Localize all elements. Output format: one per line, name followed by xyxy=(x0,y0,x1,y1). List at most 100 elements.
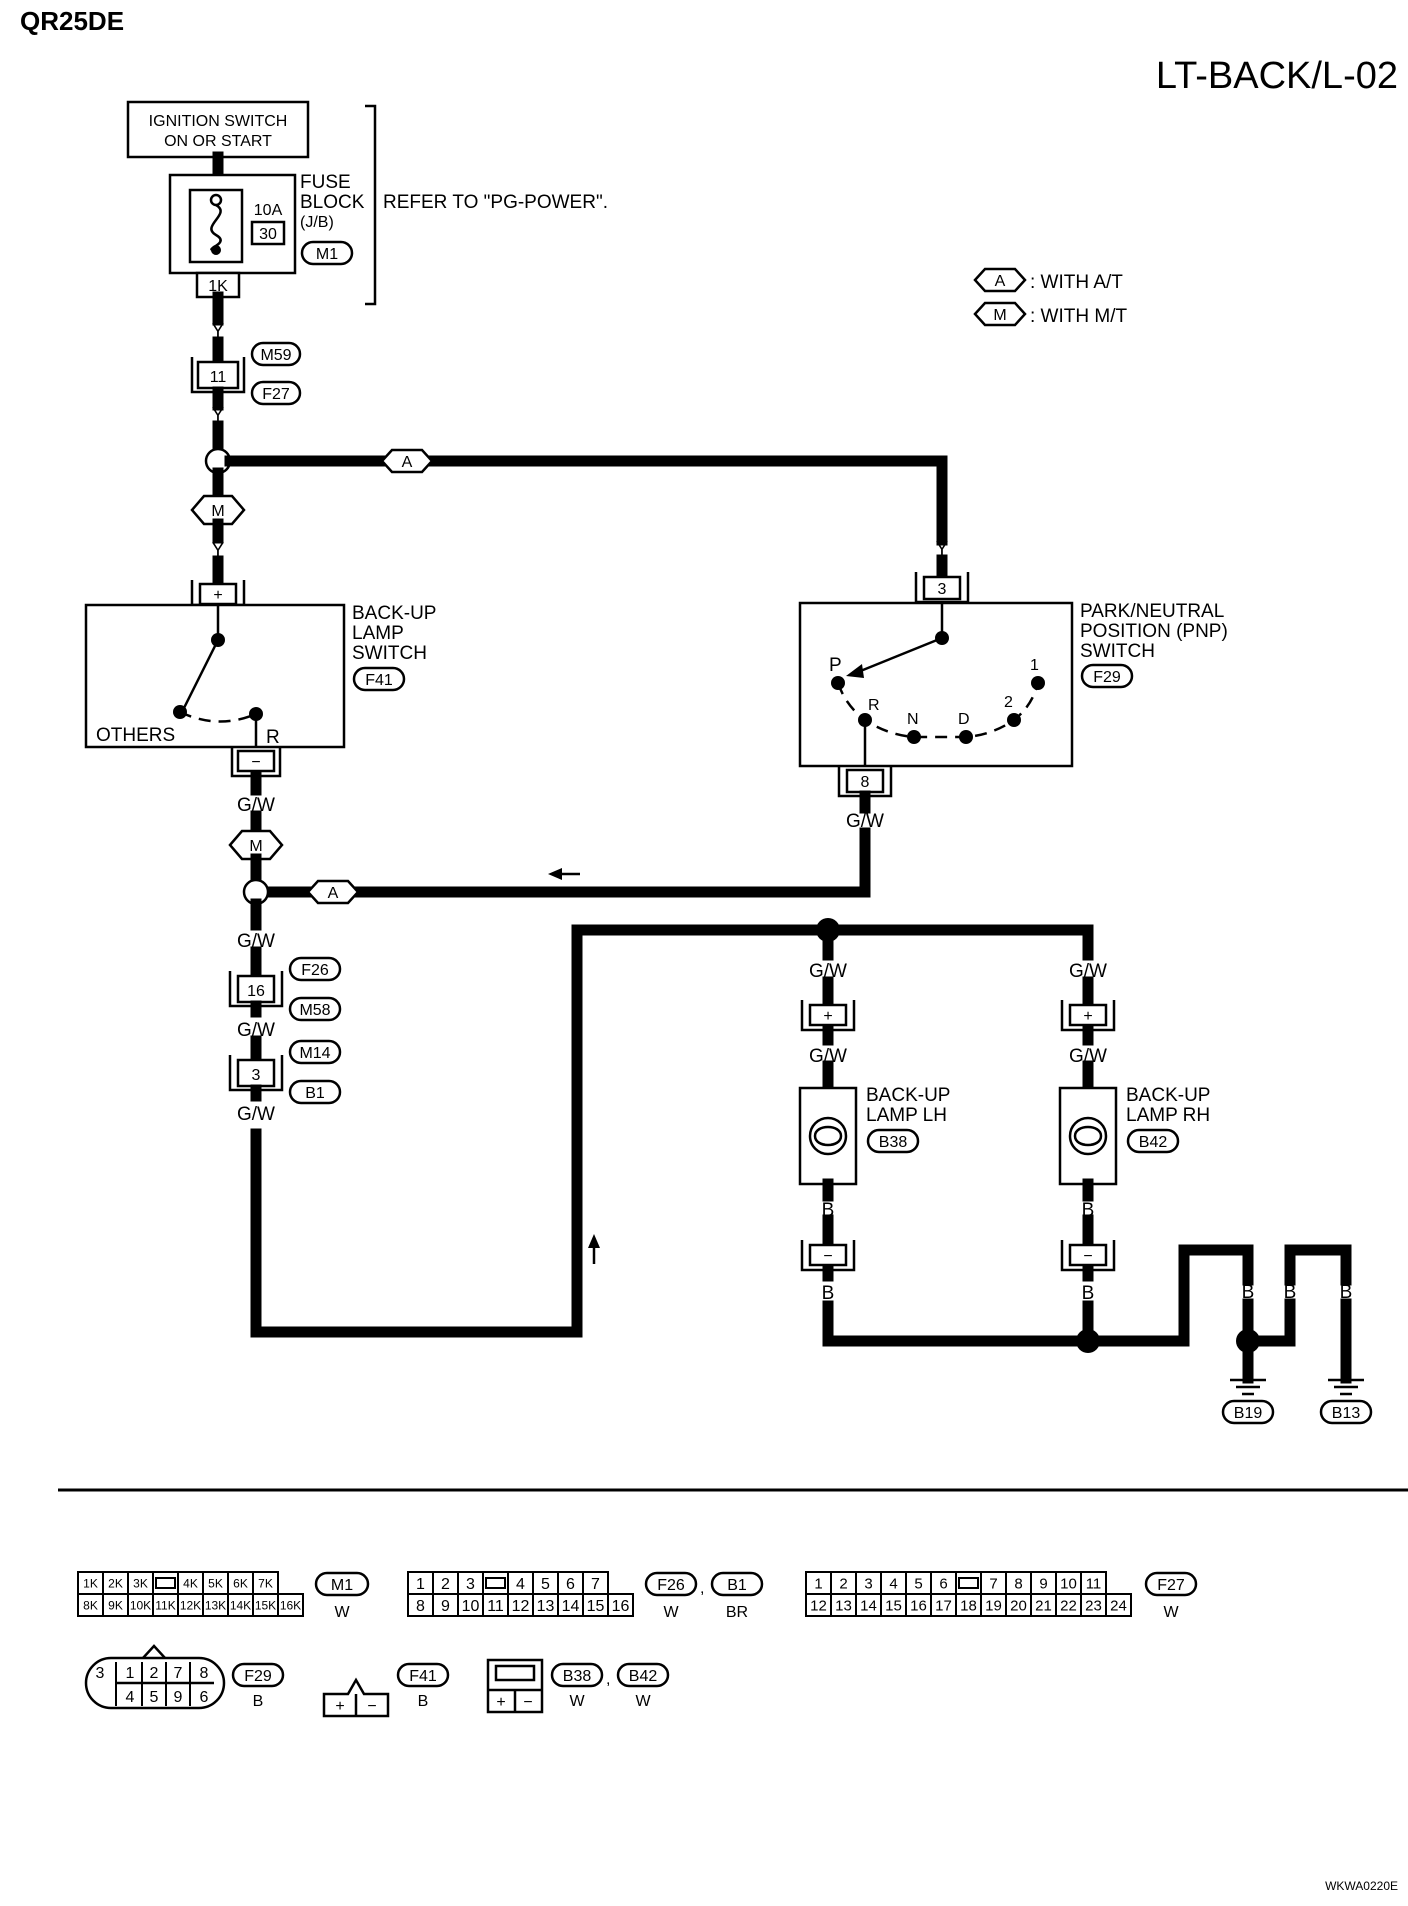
face-m1-cell-label: 2K xyxy=(108,1576,123,1590)
face-f27-color: W xyxy=(1163,1604,1179,1621)
face-f29-color: B xyxy=(253,1693,264,1710)
face-f27-id: F27 xyxy=(1157,1577,1185,1594)
tag-a-top xyxy=(380,448,434,474)
face-f29-cell-label: 5 xyxy=(150,1689,159,1706)
lamp-lh-conn-id: B38 xyxy=(879,1134,908,1151)
face-f27-cell-label: 20 xyxy=(1010,1597,1027,1614)
face-m1-oval xyxy=(314,1571,370,1597)
wire-color-gw-pnp: G/W xyxy=(846,811,884,832)
face-m1-cell-label: 10K xyxy=(130,1598,151,1612)
face-m1-cell-label: 5K xyxy=(208,1576,223,1590)
wire-color-gw-1: G/W xyxy=(237,795,275,816)
pnp-label-2: 2 xyxy=(1004,694,1013,711)
conn-oval-b1 xyxy=(288,1079,342,1105)
fuse-label-2: BLOCK xyxy=(300,192,365,213)
lamp-lh-conn-oval xyxy=(866,1128,920,1154)
ground-b13-id: B13 xyxy=(1332,1405,1361,1422)
wire-gw-to-lamps xyxy=(250,924,834,1338)
face-f26-cell-label: 9 xyxy=(441,1598,450,1615)
ground-b13-icon xyxy=(1328,1378,1364,1396)
backup-switch-label-3: SWITCH xyxy=(352,643,427,664)
connector-11: 11 M59 F27 xyxy=(190,341,302,406)
lamp-rh-minus: − xyxy=(1083,1248,1092,1265)
bulb-lh-icon xyxy=(808,1116,848,1156)
wire-color-b-g2: B xyxy=(1340,1282,1353,1303)
ignition-line2: ON OR START xyxy=(164,133,272,150)
pnp-contact-n xyxy=(907,730,921,744)
conn-id-m14: M14 xyxy=(299,1045,330,1062)
face-f26-cell-label: 5 xyxy=(541,1576,550,1593)
wire-color-gw-rh-1: G/W xyxy=(1069,961,1107,982)
wire-gw-rh-top xyxy=(822,924,1094,961)
connector-11-term: 11 xyxy=(210,369,227,386)
face-b1-color: BR xyxy=(726,1604,748,1621)
wire-at-branch-bottom xyxy=(262,827,871,898)
legend-m-tag xyxy=(973,301,1027,327)
backup-lamp-rh: G/W + G/W BACK-UP LAMP RH B42 B − B xyxy=(1058,961,1210,1304)
fuse-terminal-id: 1K xyxy=(208,278,228,295)
face-f26-cell-label: 10 xyxy=(462,1598,480,1615)
face-f41-color: B xyxy=(418,1693,429,1710)
face-f26-cell-label: 3 xyxy=(466,1576,475,1593)
ground-b13-oval xyxy=(1319,1399,1373,1425)
lamp-lh-label-2: LAMP LH xyxy=(866,1105,947,1126)
face-m1-id: M1 xyxy=(331,1577,353,1594)
legend-m-letter: M xyxy=(993,307,1006,324)
tag-a-bottom xyxy=(306,879,360,905)
face-b42-id: B42 xyxy=(629,1668,658,1685)
fuse-label-1: FUSE xyxy=(300,172,351,193)
wire-color-b-g1: B xyxy=(1242,1282,1255,1303)
face-f26-cell-label: 4 xyxy=(516,1576,525,1593)
face-f26-cell-label: 8 xyxy=(416,1598,425,1615)
pnp-title-1: PARK/NEUTRAL xyxy=(1080,601,1224,622)
lamp-rh-conn-oval xyxy=(1126,1128,1180,1154)
face-f27-cell-label: 23 xyxy=(1085,1597,1102,1614)
legend-a-letter: A xyxy=(995,273,1006,290)
face-m1-cell xyxy=(277,1593,304,1617)
face-b38-oval xyxy=(550,1662,604,1688)
face-m1-color: W xyxy=(334,1604,350,1621)
lamp-rh-plus: + xyxy=(1083,1008,1092,1025)
face-f27-cell-label: 17 xyxy=(935,1597,952,1614)
pnp-arm xyxy=(857,636,943,674)
fuse-block: 10A 30 FUSE BLOCK (J/B) M1 1K REFER TO "… xyxy=(168,104,608,306)
face-m1-cell-label: 1K xyxy=(83,1576,98,1590)
face-f27-cell-label: 10 xyxy=(1060,1575,1077,1592)
pnp-label-r: R xyxy=(868,697,880,714)
lamp-lh-minus: − xyxy=(823,1248,832,1265)
pnp-arrow-icon xyxy=(846,664,864,678)
wire-color-gw-lh-1: G/W xyxy=(809,961,847,982)
face-b38-color: W xyxy=(569,1693,585,1710)
face-f26-cell-label: 1 xyxy=(416,1576,425,1593)
conn-id-f27: F27 xyxy=(262,386,290,403)
face-m1-cell-label: 11K xyxy=(155,1598,175,1612)
lamp-lh-label-1: BACK-UP xyxy=(866,1085,950,1106)
tag-m-top xyxy=(190,494,246,526)
face-f27-cell-label: 5 xyxy=(914,1575,922,1592)
fuse-conn-id: M1 xyxy=(316,246,338,263)
backup-switch-arm xyxy=(182,639,220,709)
connector-3: 3 M14 B1 xyxy=(228,1039,342,1105)
pnp-in-box xyxy=(922,575,962,601)
refer-text: REFER TO "PG-POWER". xyxy=(383,192,608,213)
face-f27-cell-label: 14 xyxy=(860,1597,877,1614)
face-m1-cell-label: 12K xyxy=(180,1598,201,1612)
pnp-out-term: 8 xyxy=(861,774,870,791)
conn-id-b1: B1 xyxy=(305,1085,325,1102)
connector-16: 16 F26 M58 xyxy=(228,956,342,1022)
face-b1-oval xyxy=(710,1571,764,1597)
conn-oval-f27 xyxy=(250,380,302,406)
face-m1-cell-label: 7K xyxy=(258,1576,273,1590)
wire-color-b-jump: B xyxy=(1284,1282,1297,1303)
footer-code: WKWA0220E xyxy=(1325,1879,1398,1893)
face-b42-oval xyxy=(616,1662,670,1688)
face-f26-cell-label: 16 xyxy=(612,1598,630,1615)
face-m1-cell-label: 15K xyxy=(255,1598,276,1612)
connector-3-box xyxy=(236,1058,276,1088)
face-f29-cell-label: 8 xyxy=(200,1665,209,1682)
wire-color-b-lh-2: B xyxy=(822,1283,835,1304)
backup-switch-box xyxy=(84,603,346,749)
face-f27-cell-label: 12 xyxy=(810,1597,827,1614)
backup-lamp-lh: G/W + G/W BACK-UP LAMP LH B38 B − B xyxy=(798,961,950,1304)
